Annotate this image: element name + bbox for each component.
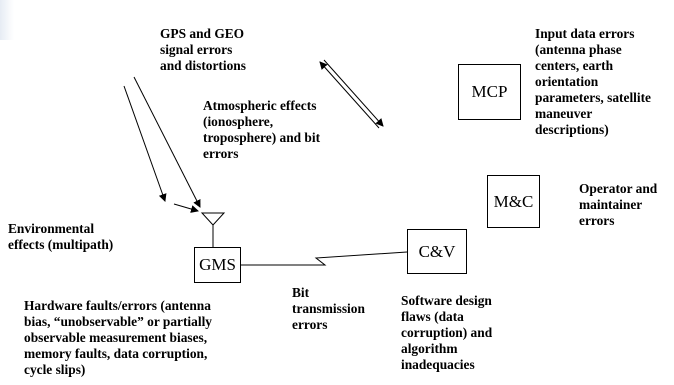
software-label: Software design flaws (data corruption) …: [401, 293, 493, 372]
mc-node: M&C: [487, 175, 540, 228]
mcp-node: MCP: [458, 64, 521, 120]
arrow-multipath: [173, 203, 199, 213]
arrow-from-mcp: [319, 61, 380, 129]
input-data-label: Input data errors (antenna phase centers…: [535, 26, 652, 137]
environmental-label: Environmental effects (multipath): [8, 221, 114, 252]
cv-node: C&V: [407, 229, 467, 274]
operator-label: Operator and maintainer errors: [579, 181, 658, 228]
arrow-to-mcp: [323, 59, 384, 127]
corner-shade: [0, 0, 14, 40]
arrow-signal-left: [123, 85, 167, 202]
gms-node: GMS: [194, 247, 241, 283]
antenna-icon: [200, 212, 226, 226]
bit-transmission-label: Bit transmission errors: [292, 285, 365, 332]
gms-cv-link: [240, 251, 408, 266]
gps-geo-label: GPS and GEO signal errors and distortion…: [160, 26, 246, 73]
arrow-signal-right: [133, 76, 201, 208]
hardware-label: Hardware faults/errors (antenna bias, “u…: [24, 298, 212, 377]
atmospheric-label: Atmospheric effects (ionosphere, troposp…: [203, 98, 321, 161]
